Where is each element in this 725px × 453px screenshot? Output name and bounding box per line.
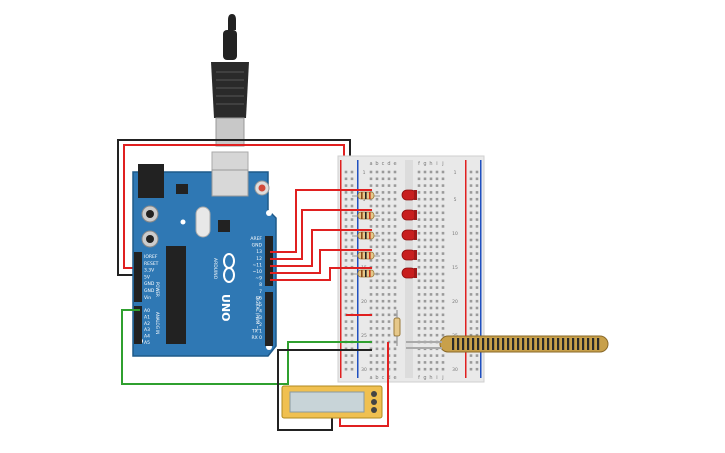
column-label: b — [375, 161, 378, 167]
pin-label: Vin — [144, 295, 151, 301]
led — [401, 267, 417, 279]
pin-label: IOREF — [144, 254, 158, 260]
leds — [401, 189, 417, 279]
brand-label: ARDUINO — [212, 258, 218, 280]
column-label: e — [393, 375, 396, 381]
resistors — [352, 191, 380, 278]
column-label: a — [369, 375, 372, 381]
pin-label: A5 — [144, 340, 150, 346]
pin-label: 4 — [259, 309, 262, 315]
column-label: f — [418, 375, 420, 381]
pin-label: A2 — [144, 321, 150, 327]
crystal — [195, 206, 211, 238]
pin-label: A4 — [144, 334, 150, 340]
resistor — [352, 231, 380, 240]
pin-label: ~3 — [255, 315, 262, 321]
column-label: c — [382, 375, 385, 381]
usb-cable — [211, 14, 249, 183]
pin-label: AREF — [250, 236, 262, 242]
column-label: d — [387, 161, 390, 167]
row-label: 25 — [361, 333, 367, 339]
pin-label: 2 — [259, 322, 262, 328]
column-label: h — [429, 375, 432, 381]
column-label: j — [441, 161, 443, 167]
column-label: c — [382, 161, 385, 167]
flex-sensor — [406, 335, 609, 353]
row-label: 10 — [452, 231, 458, 237]
pin-label: ~10 — [253, 269, 263, 275]
row-label: 30 — [452, 367, 458, 373]
pin-label: 12 — [256, 256, 262, 262]
pin-label: TX 1 — [251, 328, 262, 334]
resistor — [352, 211, 380, 220]
row-label: 5 — [363, 197, 366, 203]
analog-header-title: ANALOG IN — [155, 312, 160, 334]
row-label: 5 — [454, 197, 457, 203]
pin-label: RESET — [144, 261, 159, 267]
resistor — [352, 251, 380, 260]
row-label: 1 — [454, 170, 457, 176]
arduino-board: UNO ARDUINO DIGITAL (PWM ~) POWER ANALOG… — [132, 164, 277, 357]
pin-label: ~11 — [253, 262, 263, 268]
pin-label: GND — [252, 243, 263, 249]
row-label: 15 — [452, 265, 458, 271]
pin-label: 8 — [259, 282, 262, 288]
power-wires — [117, 139, 351, 276]
column-label: j — [441, 375, 443, 381]
arduino-logo — [223, 253, 235, 283]
row-label: 20 — [361, 299, 367, 305]
digital-header-title: DIGITAL (PWM ~) — [255, 296, 260, 331]
column-label: i — [436, 375, 437, 381]
column-label: f — [418, 161, 420, 167]
column-label: b — [375, 375, 378, 381]
pin-label: ~6 — [255, 295, 262, 301]
board-name: UNO — [219, 294, 232, 322]
row-label: 30 — [361, 367, 367, 373]
pin-label: ~5 — [255, 302, 262, 308]
resistor — [352, 269, 380, 278]
pin-label: A0 — [144, 308, 150, 314]
column-label: a — [369, 161, 372, 167]
small-chip — [218, 220, 230, 232]
led — [401, 209, 417, 221]
signal-wires — [270, 189, 372, 316]
microcontroller-chip — [166, 246, 186, 344]
led — [401, 249, 417, 261]
pin-label: A3 — [144, 327, 150, 333]
pin-label: 7 — [259, 289, 262, 295]
column-label: i — [436, 161, 437, 167]
column-label: g — [423, 375, 426, 381]
row-label: 1 — [363, 170, 366, 176]
power-header-title: POWER — [155, 282, 160, 297]
pin-label: A1 — [144, 314, 150, 320]
pin-label: 13 — [256, 249, 262, 255]
power-jack — [138, 164, 164, 198]
pin-label: 3.3V — [144, 268, 155, 274]
pin-label: GND — [144, 288, 155, 294]
usb-port — [211, 169, 249, 197]
display-module — [281, 385, 383, 419]
sensor-resistor — [393, 310, 401, 346]
column-label: h — [429, 161, 432, 167]
led — [401, 229, 417, 241]
sensor-wires — [121, 309, 389, 431]
led — [401, 189, 417, 201]
row-label: 20 — [452, 299, 458, 305]
column-label: g — [423, 161, 426, 167]
pin-label: 5V — [144, 274, 151, 280]
column-label: e — [393, 161, 396, 167]
pin-label: RX 0 — [251, 335, 262, 341]
pin-label: GND — [144, 281, 155, 287]
pin-label: ~9 — [255, 276, 262, 282]
resistor — [352, 191, 380, 200]
